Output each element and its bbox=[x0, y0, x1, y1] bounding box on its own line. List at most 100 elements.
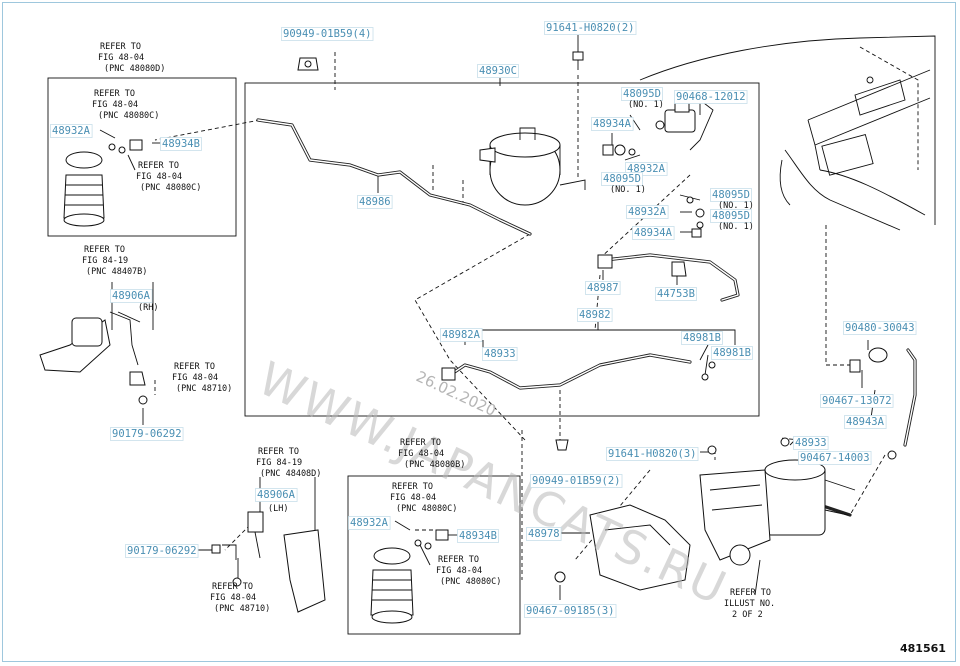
part-label[interactable]: 48982 bbox=[579, 309, 611, 321]
part-label[interactable]: 91641-H0820(3) bbox=[608, 448, 697, 460]
svg-text:(PNC 48080C): (PNC 48080C) bbox=[396, 504, 457, 514]
part-label[interactable]: 90179-06292 bbox=[127, 545, 197, 557]
part-label-box bbox=[577, 308, 613, 322]
part-label-box bbox=[632, 226, 675, 240]
part-label-box bbox=[621, 87, 663, 101]
bracket-48978 bbox=[554, 504, 691, 591]
part-label[interactable]: 48095D bbox=[712, 189, 750, 201]
part-label-box bbox=[601, 172, 643, 186]
svg-text:REFER TO: REFER TO bbox=[212, 582, 253, 592]
part-label[interactable]: 48934A bbox=[593, 118, 632, 130]
left-upper-boot-box bbox=[47, 77, 237, 237]
diagram-code: 481561 bbox=[900, 642, 946, 655]
svg-text:REFER TO: REFER TO bbox=[174, 362, 215, 372]
svg-text:(PNC 48407B): (PNC 48407B) bbox=[86, 267, 147, 277]
part-label[interactable]: 48987 bbox=[587, 282, 619, 294]
part-label[interactable]: 90467-14003 bbox=[800, 452, 870, 464]
part-label[interactable]: 48943A bbox=[846, 416, 885, 428]
part-label[interactable]: 90467-09185(3) bbox=[526, 605, 615, 617]
part-label[interactable]: 48933 bbox=[795, 437, 827, 449]
part-label-box bbox=[524, 604, 617, 618]
part-label[interactable]: 91641-H0820(2) bbox=[546, 22, 635, 34]
part-label[interactable]: 48933 bbox=[484, 348, 516, 360]
part-label[interactable]: 48906A bbox=[112, 290, 151, 302]
brake-pipes bbox=[256, 118, 917, 517]
part-label-box bbox=[674, 90, 748, 104]
part-label[interactable]: 48932A bbox=[628, 206, 667, 218]
part-label[interactable]: 90468-12012 bbox=[676, 91, 746, 103]
part-label[interactable]: 48906A bbox=[257, 489, 296, 501]
part-label[interactable]: 44753B bbox=[657, 288, 695, 300]
svg-text:REFER TO: REFER TO bbox=[258, 447, 299, 457]
svg-text:FIG 48-04: FIG 48-04 bbox=[136, 172, 182, 182]
part-label[interactable]: 48932A bbox=[627, 163, 666, 175]
lower-boot bbox=[370, 529, 449, 624]
part-label[interactable]: 48932A bbox=[350, 517, 389, 529]
part-label-box bbox=[255, 488, 298, 502]
part-label[interactable]: 48932A bbox=[52, 125, 91, 137]
lower-boot-box bbox=[347, 475, 521, 635]
part-label[interactable]: 90179-06292 bbox=[112, 428, 182, 440]
svg-text:(PNC 48080D): (PNC 48080D) bbox=[104, 64, 165, 74]
part-label-box bbox=[125, 544, 199, 558]
part-label[interactable]: 48982A bbox=[442, 329, 481, 341]
svg-text:FIG 48-04: FIG 48-04 bbox=[390, 493, 436, 503]
part-label-box bbox=[793, 436, 829, 450]
part-label-box bbox=[820, 394, 894, 408]
part-label-box bbox=[110, 427, 184, 441]
part-label[interactable]: 90467-13072 bbox=[822, 395, 892, 407]
svg-text:REFER TO: REFER TO bbox=[94, 89, 135, 99]
part-label-box bbox=[482, 347, 518, 361]
watermark-site: WWW.JAPANCATS.RU bbox=[250, 351, 735, 616]
part-label-box bbox=[591, 117, 634, 131]
part-label[interactable]: 48934B bbox=[162, 138, 200, 150]
part-label-box bbox=[160, 137, 202, 151]
part-label[interactable]: 90949-01B59(2) bbox=[532, 475, 621, 487]
part-label[interactable]: 48930C bbox=[479, 65, 517, 77]
part-label[interactable]: 48986 bbox=[359, 196, 391, 208]
part-label-box bbox=[357, 195, 393, 209]
part-label-box bbox=[110, 289, 153, 303]
svg-text:(NO. 1): (NO. 1) bbox=[718, 222, 754, 232]
vehicle-body-outline bbox=[639, 35, 936, 231]
svg-text:(NO. 1): (NO. 1) bbox=[628, 100, 664, 110]
svg-text:REFER TO: REFER TO bbox=[84, 245, 125, 255]
svg-text:(NO. 1): (NO. 1) bbox=[718, 201, 754, 211]
part-label[interactable]: 90480-30043 bbox=[845, 322, 915, 334]
part-label[interactable]: 48095D bbox=[623, 88, 661, 100]
part-label-box bbox=[440, 328, 483, 342]
part-label[interactable]: 48981B bbox=[683, 332, 721, 344]
part-label-box bbox=[526, 527, 562, 541]
svg-text:REFER TO: REFER TO bbox=[392, 482, 433, 492]
part-label[interactable]: 48095D bbox=[603, 173, 641, 185]
part-label[interactable]: 48934A bbox=[634, 227, 673, 239]
svg-text:REFER TO: REFER TO bbox=[730, 588, 771, 598]
part-label-box bbox=[843, 321, 917, 335]
part-label[interactable]: 48981B bbox=[713, 347, 751, 359]
svg-text:(PNC 48710): (PNC 48710) bbox=[214, 604, 270, 614]
reference-notes: REFER TO FIG 48-04 (PNC 48080D) REFER TO… bbox=[82, 42, 775, 620]
part-label[interactable]: 48095D bbox=[712, 210, 750, 222]
svg-text:FIG 84-19: FIG 84-19 bbox=[256, 458, 302, 468]
pipe-clips bbox=[297, 51, 897, 460]
part-label-box bbox=[655, 287, 697, 301]
svg-text:(LH): (LH) bbox=[268, 504, 288, 514]
svg-text:REFER TO: REFER TO bbox=[400, 438, 441, 448]
part-label[interactable]: 48978 bbox=[528, 528, 560, 540]
part-label-box bbox=[530, 474, 623, 488]
height-sensor-rh bbox=[39, 311, 148, 405]
part-label[interactable]: 48934B bbox=[459, 530, 497, 542]
part-label-box bbox=[798, 451, 872, 465]
part-label-box bbox=[710, 209, 752, 223]
svg-text:(NO. 1): (NO. 1) bbox=[610, 185, 646, 195]
svg-text:FIG 48-04: FIG 48-04 bbox=[172, 373, 218, 383]
part-label-box bbox=[681, 331, 723, 345]
part-label-box bbox=[457, 529, 499, 543]
svg-text:FIG 48-04: FIG 48-04 bbox=[92, 100, 138, 110]
part-label[interactable]: 90949-01B59(4) bbox=[283, 28, 372, 40]
svg-text:(RH): (RH) bbox=[138, 303, 158, 313]
part-label-box bbox=[626, 205, 669, 219]
part-label-box bbox=[585, 281, 621, 295]
